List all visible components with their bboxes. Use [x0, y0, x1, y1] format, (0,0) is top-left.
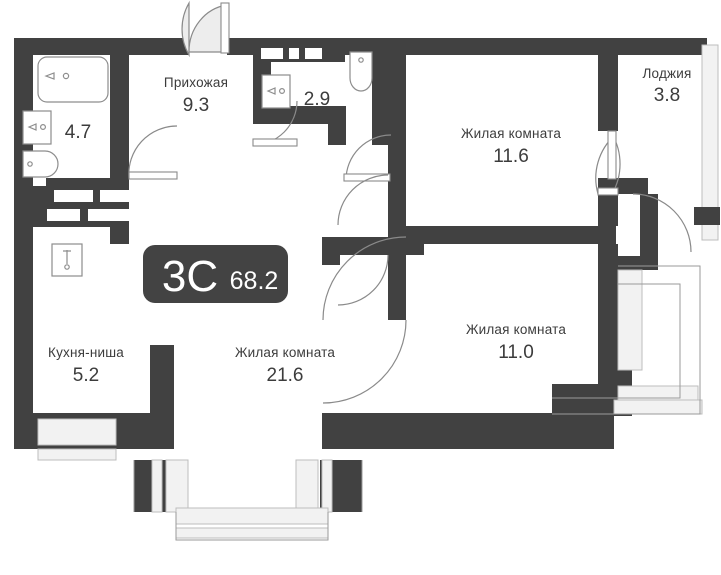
doors	[128, 0, 692, 404]
room-name-bedroom-116: Жилая комната	[461, 126, 561, 141]
plumbing-fixtures	[22, 51, 373, 277]
room-name-bedroom-110: Жилая комната	[466, 322, 566, 337]
wc-door-swing-icon	[252, 100, 298, 147]
room-name-living-216: Жилая комната	[235, 345, 335, 360]
ventilation-shafts	[261, 48, 322, 59]
plan-outline	[133, 265, 701, 541]
room-name-hallway: Прихожая	[164, 75, 228, 90]
living-door-swing-icon	[322, 236, 407, 321]
room-name-kitchen-niche: Кухня-ниша	[48, 345, 124, 360]
room-area-bedroom-110: 11.0	[498, 342, 534, 363]
loggia-glazing-icon	[701, 44, 719, 241]
room-area-hallway: 9.3	[183, 95, 209, 116]
entry-door-swing-icon	[181, 0, 230, 58]
room-area-kitchen-niche: 5.2	[73, 365, 99, 386]
shaft-block-bathroom	[33, 178, 129, 227]
corridor-door-upper-icon	[337, 174, 389, 226]
bedroom110-entry-arc-icon	[322, 319, 407, 404]
hall-door-upper-swing-icon	[343, 134, 392, 182]
riser-icon	[51, 243, 83, 277]
bedroom110-door-swing-icon	[632, 193, 692, 253]
badge-type-label: 3С	[162, 252, 218, 301]
wall-structure	[14, 38, 707, 512]
room-labels: Прихожая 9.3 4.7 2.9 Жилая комната 11.6 …	[48, 66, 691, 386]
room-area-bedroom-116: 11.6	[493, 146, 529, 167]
room-name-loggia: Лоджия	[642, 66, 691, 81]
bidet-icon	[22, 150, 59, 178]
room-area-wc: 2.9	[304, 89, 330, 110]
kitchen-window-icon	[37, 418, 117, 446]
apartment-type-badge[interactable]: 3С 68.2	[143, 245, 288, 303]
room-area-loggia: 3.8	[654, 85, 680, 106]
bathtub-icon	[37, 56, 109, 103]
corridor-door-lower-icon	[337, 254, 389, 306]
bathroom-door-swing-icon	[128, 125, 178, 180]
loggia-door-swing-icon	[595, 130, 621, 196]
wc-sink-icon	[261, 74, 291, 109]
glazing	[37, 44, 720, 539]
badge-area-label: 68.2	[230, 267, 279, 295]
sink-icon	[22, 110, 52, 145]
room-area-living-216: 21.6	[267, 365, 304, 386]
toilet-icon	[349, 51, 373, 92]
room-area-bathroom: 4.7	[65, 122, 91, 143]
